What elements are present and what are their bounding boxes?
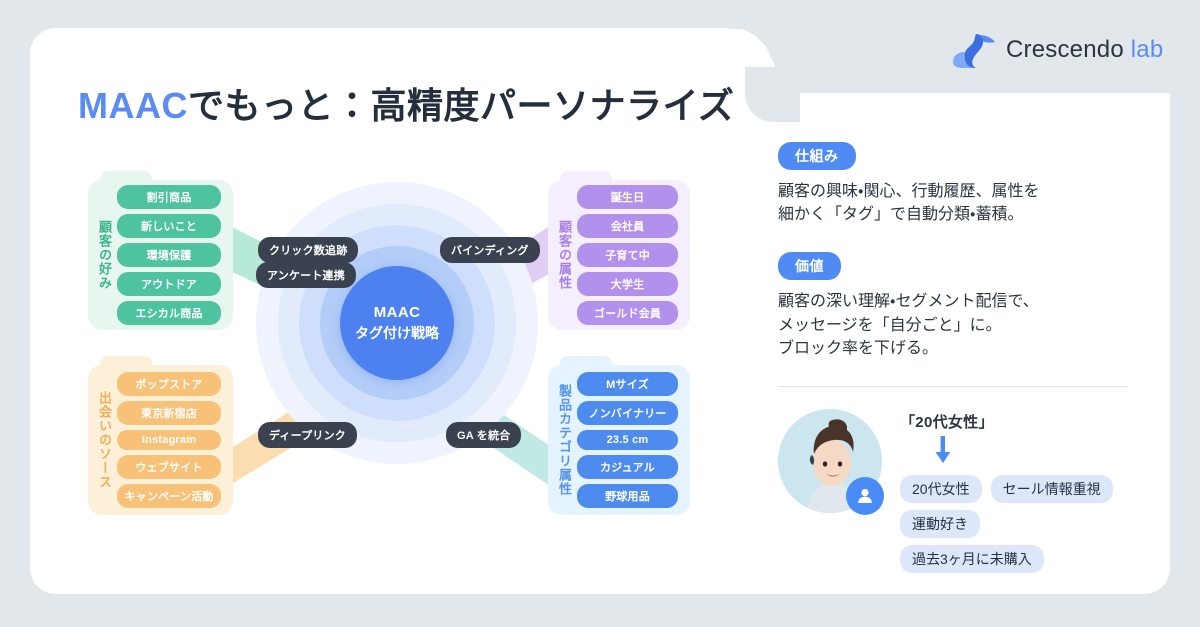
tag-item[interactable]: 会社員 <box>577 214 678 238</box>
brand-name-accent: lab <box>1130 36 1164 63</box>
tag-item[interactable]: ウェブサイト <box>117 455 221 479</box>
mechanism-line: 顧客の興味・関心、行動履歴、属性を <box>778 183 1040 200</box>
persona-title: 「20代女性」 <box>900 413 994 431</box>
page-title-rest: でもっと：高精度パーソナライズ <box>187 85 735 126</box>
tag-item[interactable]: Mサイズ <box>577 372 678 396</box>
page-title-highlight: MAAC <box>78 85 188 126</box>
tag-list-preference: 割引商品 新しいこと 環境保護 アウトドア エシカル商品 <box>117 185 221 325</box>
panel-label-attribute: 顧客の属性 <box>557 220 572 290</box>
tag-item[interactable]: カジュアル <box>577 455 678 479</box>
panel-product-category: 製品カテゴリ属性 Mサイズ ノンバイナリー 23.5 cm カジュアル 野球用品 <box>548 356 690 515</box>
persona-example: 「20代女性」 20代女性 セール情報重視 運動好き 過去3ヶ月に未購入 <box>778 408 1128 573</box>
persona-tag[interactable]: セール情報重視 <box>990 474 1113 503</box>
brand-logo: Crescendo lab <box>950 28 1163 72</box>
tag-item[interactable]: ゴールド会員 <box>577 301 678 325</box>
tag-item[interactable]: エシカル商品 <box>117 301 221 325</box>
tag-item[interactable]: 誕生日 <box>577 185 678 209</box>
value-line: 顧客の深い理解・セグメント配信で、 <box>778 293 1039 311</box>
concentric-rings: MAAC タグ付け戦略 <box>256 182 538 464</box>
brand-name-primary: Crescendo <box>1006 36 1124 63</box>
arrow-down-icon <box>935 435 951 463</box>
tag-item[interactable]: 新しいこと <box>117 214 221 238</box>
pill-survey-link[interactable]: アンケート連携 <box>256 262 356 288</box>
persona-details: 「20代女性」 20代女性 セール情報重視 運動好き 過去3ヶ月に未購入 <box>900 409 1128 573</box>
tag-item[interactable]: Instagram <box>117 430 221 450</box>
badge-mechanism: 仕組み <box>778 142 856 170</box>
tag-item[interactable]: 23.5 cm <box>577 430 678 450</box>
avatar-wrap <box>778 408 884 515</box>
badge-value: 価値 <box>778 252 841 281</box>
value-line: ブロック率を下げる。 <box>778 339 939 357</box>
person-avatar-photo <box>778 408 882 513</box>
section-divider <box>778 385 1128 387</box>
mechanism-line: 細かく「タグ」で自動分類・蓄積。 <box>778 206 1024 224</box>
tag-item[interactable]: キャンペーン活動 <box>117 484 221 508</box>
persona-tag[interactable]: 運動好き <box>900 509 980 538</box>
pill-ga-integration[interactable]: GA を統合 <box>446 422 522 448</box>
tag-item[interactable]: アウトドア <box>117 272 221 296</box>
pill-binding[interactable]: バインディング <box>440 237 540 263</box>
diagram-core: MAAC タグ付け戦略 <box>340 266 454 380</box>
section-gap <box>778 226 1128 252</box>
mechanism-text: 顧客の興味・関心、行動履歴、属性を 細かく「タグ」で自動分類・蓄積。 <box>778 180 1128 226</box>
tag-item[interactable]: 東京新宿店 <box>117 401 221 425</box>
tag-item[interactable]: 大学生 <box>577 272 678 296</box>
brand-name: Crescendo lab <box>1006 36 1163 64</box>
panel-customer-attribute: 顧客の属性 誕生日 会社員 子育て中 大学生 ゴールド会員 <box>548 171 690 330</box>
core-line-2: タグ付け戦略 <box>355 324 439 341</box>
panel-discovery-source: 出会いのソース ポップストア 東京新宿店 Instagram ウェブサイト キャ… <box>88 356 233 515</box>
tag-item[interactable]: 割引商品 <box>117 185 221 209</box>
tag-list-attribute: 誕生日 会社員 子育て中 大学生 ゴールド会員 <box>577 185 678 325</box>
tag-list-source: ポップストア 東京新宿店 Instagram ウェブサイト キャンペーン活動 <box>117 372 221 508</box>
tag-item[interactable]: ノンバイナリー <box>577 401 678 425</box>
tag-item[interactable]: 野球用品 <box>577 484 678 508</box>
panel-customer-preference: 顧客の好み 割引商品 新しいこと 環境保護 アウトドア エシカル商品 <box>88 171 233 330</box>
tag-item[interactable]: ポップストア <box>117 372 221 396</box>
panel-label-source: 出会いのソース <box>97 391 112 489</box>
user-badge-icon <box>846 476 884 515</box>
panel-label-product: 製品カテゴリ属性 <box>557 384 572 496</box>
tag-item[interactable]: 環境保護 <box>117 243 221 267</box>
tag-item[interactable]: 子育て中 <box>577 243 678 267</box>
value-text: 顧客の深い理解・セグメント配信で、 メッセージを「自分ごと」に。 ブロック率を下… <box>778 290 1128 360</box>
tag-strategy-diagram: MAAC タグ付け戦略 クリック数追跡 アンケート連携 バインディング ディープ… <box>78 150 718 550</box>
section-value: 価値 顧客の深い理解・セグメント配信で、 メッセージを「自分ごと」に。 ブロック… <box>778 252 1128 360</box>
tag-list-product: Mサイズ ノンバイナリー 23.5 cm カジュアル 野球用品 <box>577 372 678 508</box>
pill-deep-link[interactable]: ディープリンク <box>258 422 357 448</box>
panel-label-preference: 顧客の好み <box>97 220 112 290</box>
core-line-1: MAAC <box>373 304 421 322</box>
persona-tag[interactable]: 過去3ヶ月に未購入 <box>900 544 1044 573</box>
value-line: メッセージを「自分ごと」に。 <box>778 316 1002 334</box>
persona-tag[interactable]: 20代女性 <box>900 474 982 503</box>
pelican-logo-icon <box>952 34 995 68</box>
pill-click-tracking[interactable]: クリック数追跡 <box>258 237 359 263</box>
explanation-column: 仕組み 顧客の興味・関心、行動履歴、属性を 細かく「タグ」で自動分類・蓄積。 価… <box>778 142 1128 573</box>
section-mechanism: 仕組み 顧客の興味・関心、行動履歴、属性を 細かく「タグ」で自動分類・蓄積。 <box>778 142 1128 226</box>
persona-tag-list: 20代女性 セール情報重視 運動好き 過去3ヶ月に未購入 <box>900 474 1128 573</box>
page-title: MAACでもっと：高精度パーソナライズ <box>78 77 734 129</box>
